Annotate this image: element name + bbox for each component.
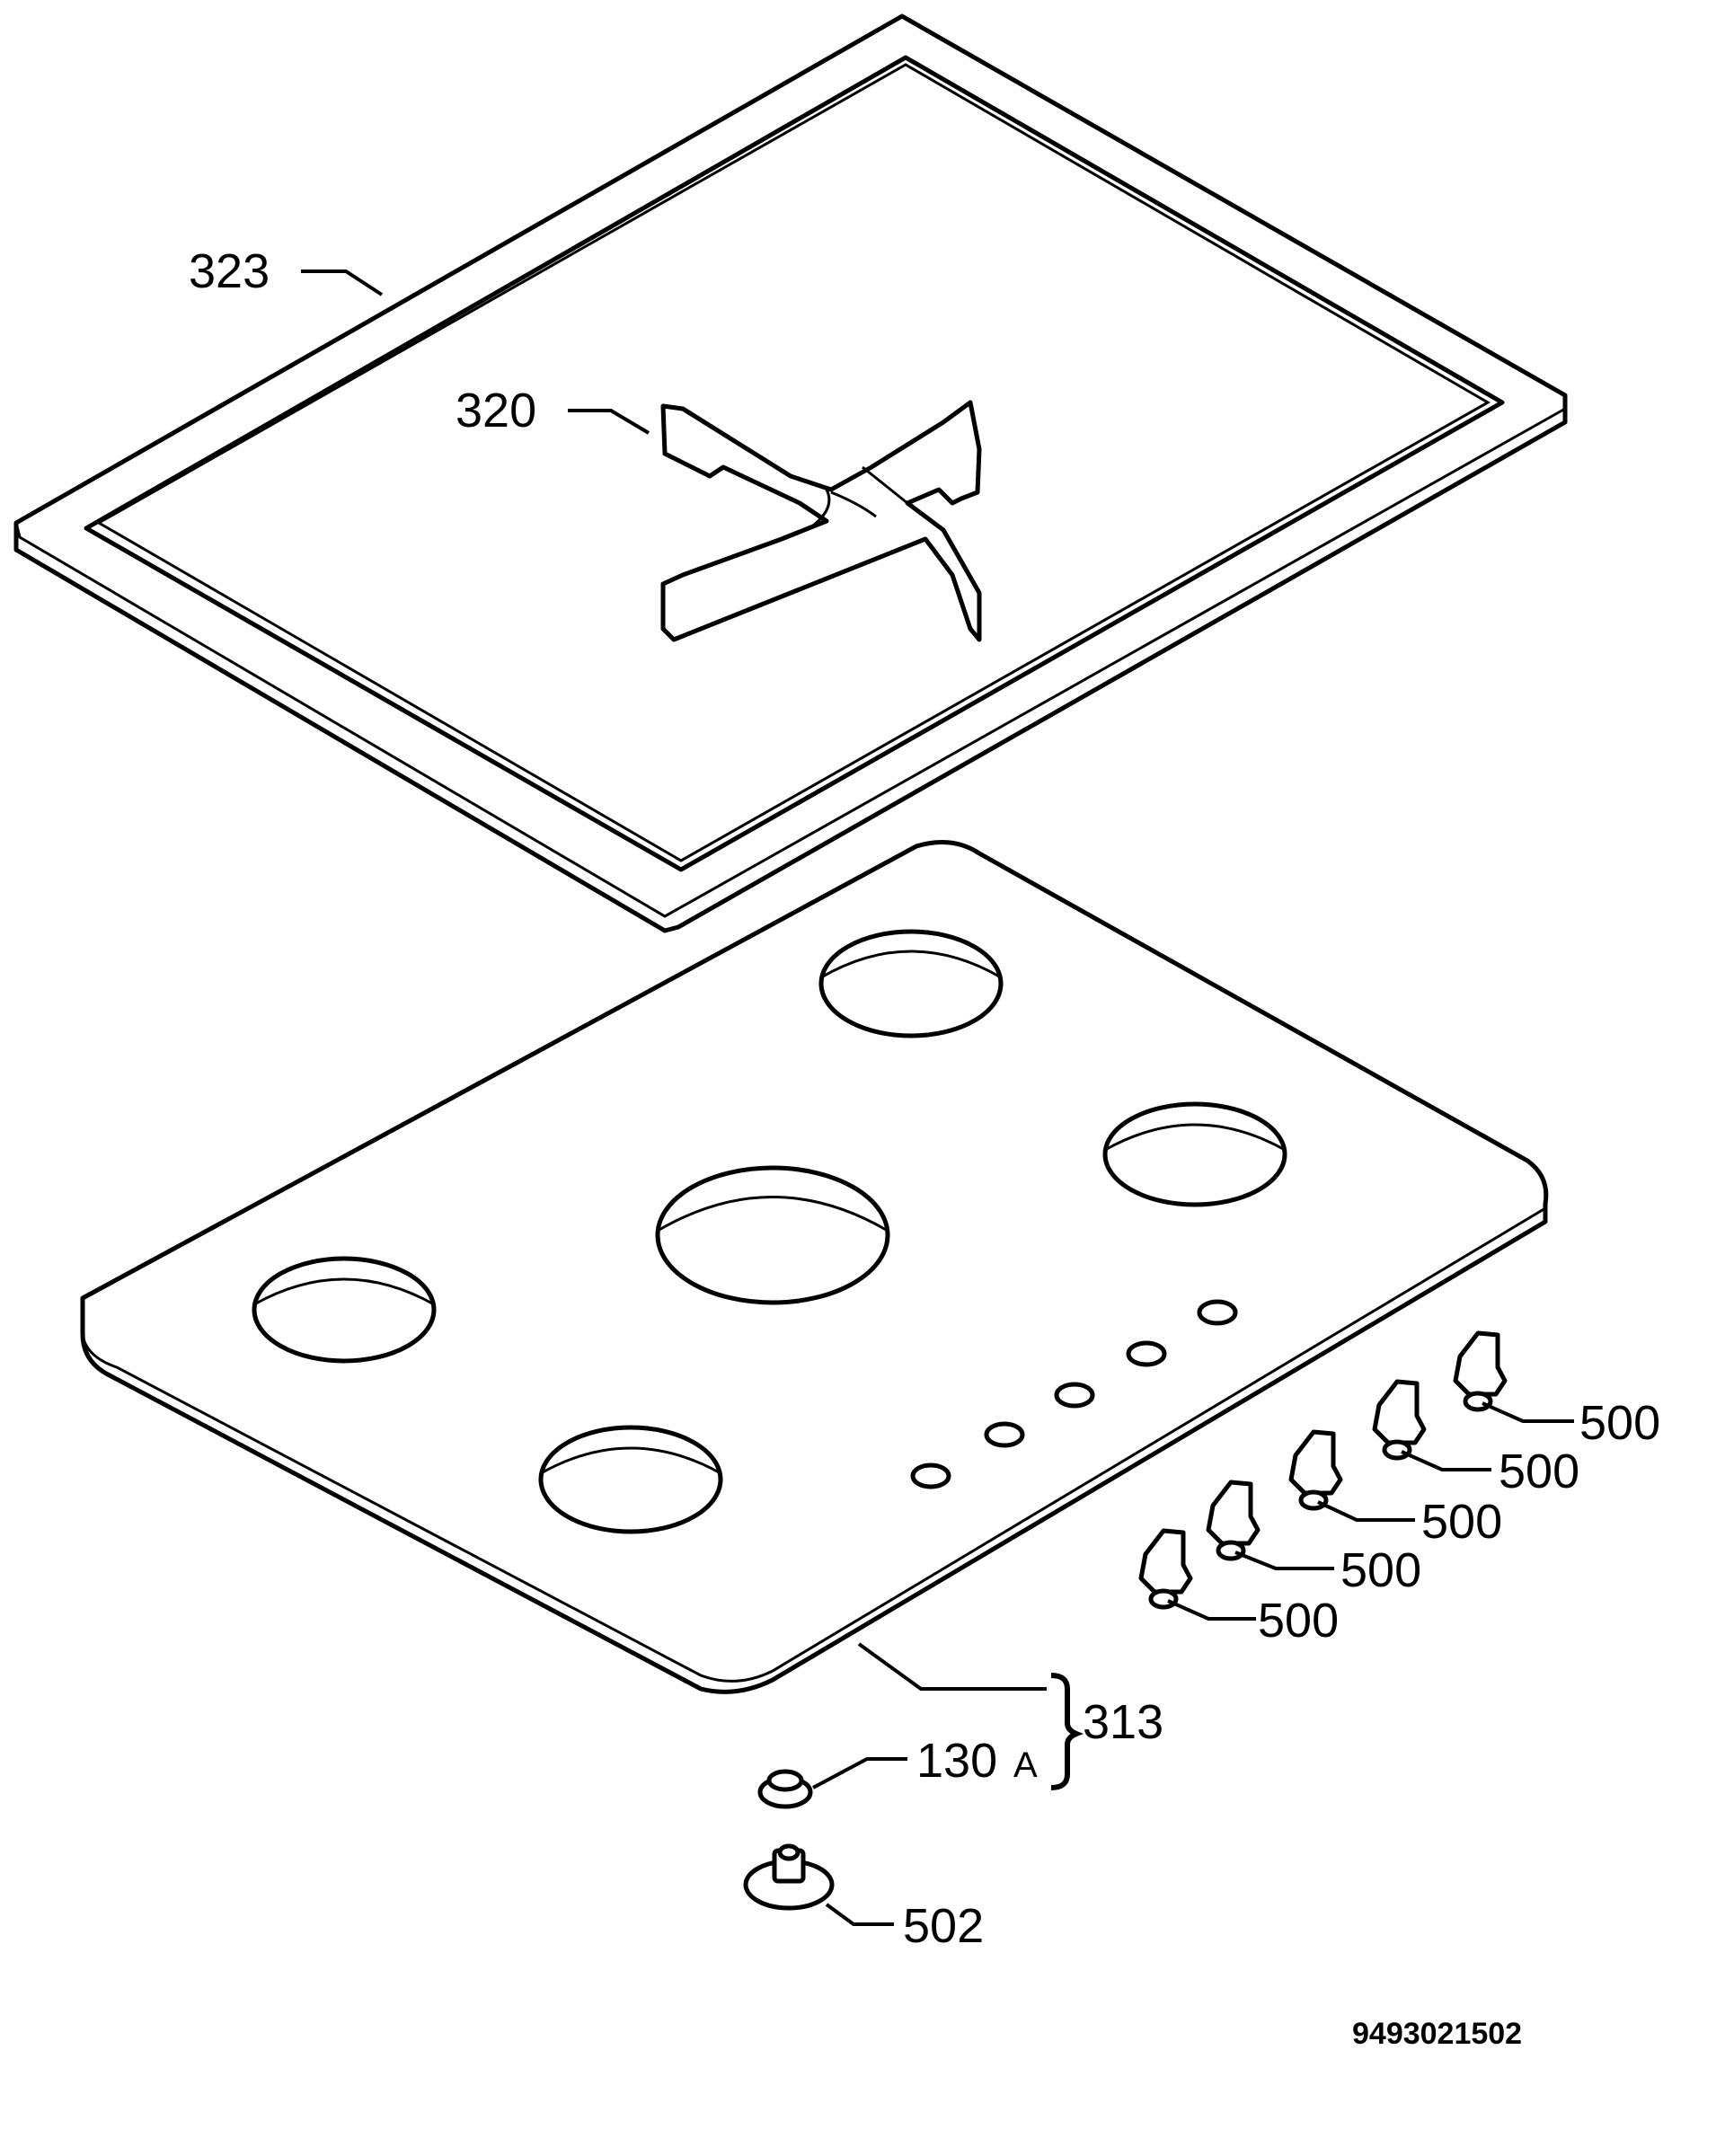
- label-seal: 130: [916, 1734, 997, 1788]
- leader-knob-3: [1317, 1500, 1415, 1522]
- hob-top-brace: [1050, 1673, 1084, 1790]
- leader-fixing: [825, 1903, 894, 1926]
- label-seal-suffix: A: [1013, 1745, 1038, 1785]
- label-knob-1: 500: [1258, 1594, 1339, 1648]
- knob-hole-5: [1197, 1299, 1238, 1326]
- burner-hole-center: [655, 1165, 890, 1305]
- knob-part-4: [1372, 1379, 1427, 1461]
- label-knob-4: 500: [1499, 1445, 1579, 1498]
- leader-hob-top: [857, 1642, 1047, 1691]
- seal-part: [757, 1769, 813, 1809]
- label-fixing: 502: [903, 1899, 984, 1953]
- label-pan-support: 320: [456, 384, 536, 437]
- leader-knob-2: [1234, 1551, 1334, 1570]
- knob-hole-3: [1054, 1382, 1095, 1409]
- frame-part: [13, 13, 1568, 933]
- leader-frame: [301, 270, 384, 296]
- label-knob-3: 500: [1421, 1495, 1502, 1549]
- burner-hole-rear: [818, 929, 1004, 1038]
- drawing-code: 9493021502: [1352, 2017, 1522, 2051]
- knob-hole-2: [984, 1421, 1025, 1448]
- label-knob-5: 500: [1579, 1396, 1660, 1450]
- knob-part-1: [1138, 1528, 1193, 1610]
- leader-knob-1: [1167, 1599, 1256, 1621]
- knob-hole-4: [1126, 1340, 1167, 1367]
- burner-hole-left: [252, 1256, 437, 1364]
- pan-support-part: [660, 400, 982, 642]
- knob-part-2: [1206, 1480, 1261, 1561]
- knob-hole-1: [910, 1462, 951, 1489]
- burner-hole-right: [1102, 1101, 1287, 1207]
- leader-knob-5: [1482, 1401, 1574, 1423]
- label-knob-2: 500: [1340, 1543, 1421, 1597]
- leader-knob-4: [1401, 1450, 1491, 1471]
- burner-hole-front: [538, 1425, 723, 1534]
- fixing-part: [743, 1843, 835, 1911]
- label-hob-top: 313: [1083, 1695, 1163, 1749]
- hob-top-part: [80, 840, 1549, 1694]
- leader-seal: [812, 1757, 907, 1789]
- leader-pan-support: [568, 409, 650, 435]
- knob-part-5: [1453, 1330, 1508, 1412]
- label-frame: 323: [189, 244, 270, 298]
- knob-part-3: [1288, 1429, 1343, 1511]
